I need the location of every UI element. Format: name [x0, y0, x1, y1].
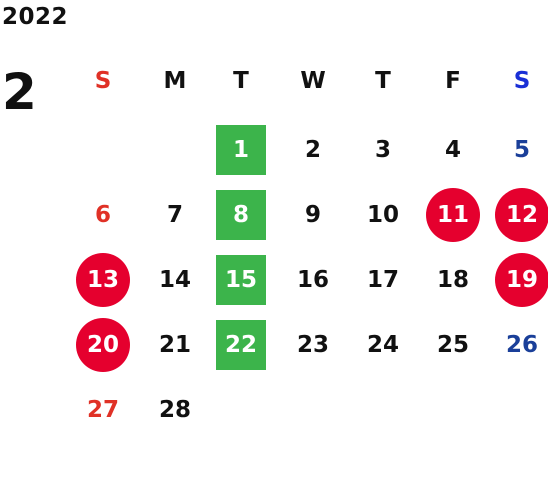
- day-cell-22[interactable]: 22: [211, 320, 271, 370]
- day-cell-11[interactable]: 11: [423, 188, 483, 242]
- day-cell-20[interactable]: 20: [73, 318, 133, 372]
- day-cell-27[interactable]: 27: [73, 385, 133, 435]
- day-cell-18[interactable]: 18: [423, 255, 483, 305]
- day-cell-19[interactable]: 19: [492, 253, 548, 307]
- day-number: 22: [224, 332, 257, 358]
- day-cell-8[interactable]: 8: [211, 190, 271, 240]
- day-number: 20: [86, 332, 119, 358]
- day-number: 5: [513, 137, 530, 163]
- day-cell-7[interactable]: 7: [145, 190, 205, 240]
- day-cell-5[interactable]: 5: [492, 125, 548, 175]
- day-cell-2[interactable]: 2: [283, 125, 343, 175]
- day-number: 6: [94, 202, 111, 228]
- day-cell-26[interactable]: 26: [492, 320, 548, 370]
- day-cell-9[interactable]: 9: [283, 190, 343, 240]
- day-number: 12: [505, 202, 538, 228]
- day-number: 13: [86, 267, 119, 293]
- weekday-label-sun: S: [94, 68, 112, 94]
- day-number: 25: [436, 332, 469, 358]
- day-number: 7: [166, 202, 183, 228]
- day-cell-4[interactable]: 4: [423, 125, 483, 175]
- day-number: 4: [444, 137, 461, 163]
- day-cell-24[interactable]: 24: [353, 320, 413, 370]
- day-number: 15: [224, 267, 257, 293]
- day-number: 21: [158, 332, 191, 358]
- day-number: 10: [366, 202, 399, 228]
- day-number: 14: [158, 267, 191, 293]
- weekday-label-mon: M: [163, 68, 187, 94]
- day-number: 1: [232, 137, 249, 163]
- day-cell-6[interactable]: 6: [73, 190, 133, 240]
- day-cell-10[interactable]: 10: [353, 190, 413, 240]
- calendar-year: 2022: [2, 4, 69, 30]
- day-number: 19: [505, 267, 538, 293]
- day-number: 18: [436, 267, 469, 293]
- day-number: 23: [296, 332, 329, 358]
- weekday-label-wed: W: [300, 68, 326, 94]
- day-number: 26: [505, 332, 538, 358]
- day-cell-13[interactable]: 13: [73, 253, 133, 307]
- day-cell-25[interactable]: 25: [423, 320, 483, 370]
- weekday-label-sat: S: [513, 68, 531, 94]
- day-cell-17[interactable]: 17: [353, 255, 413, 305]
- day-number: 11: [436, 202, 469, 228]
- day-cell-16[interactable]: 16: [283, 255, 343, 305]
- day-number: 16: [296, 267, 329, 293]
- weekday-label-thu: T: [375, 68, 391, 94]
- day-cell-1[interactable]: 1: [211, 125, 271, 175]
- day-number: 24: [366, 332, 399, 358]
- day-cell-14[interactable]: 14: [145, 255, 205, 305]
- day-number: 9: [304, 202, 321, 228]
- day-cell-3[interactable]: 3: [353, 125, 413, 175]
- day-number: 2: [304, 137, 321, 163]
- day-cell-12[interactable]: 12: [492, 188, 548, 242]
- weekday-label-fri: F: [445, 68, 461, 94]
- day-number: 8: [232, 202, 249, 228]
- day-number: 27: [86, 397, 119, 423]
- day-number: 17: [366, 267, 399, 293]
- day-cell-23[interactable]: 23: [283, 320, 343, 370]
- calendar-month: 2: [2, 63, 37, 121]
- day-number: 28: [158, 397, 191, 423]
- day-cell-21[interactable]: 21: [145, 320, 205, 370]
- day-cell-28[interactable]: 28: [145, 385, 205, 435]
- day-number: 3: [374, 137, 391, 163]
- weekday-label-tue: T: [233, 68, 249, 94]
- day-cell-15[interactable]: 15: [211, 255, 271, 305]
